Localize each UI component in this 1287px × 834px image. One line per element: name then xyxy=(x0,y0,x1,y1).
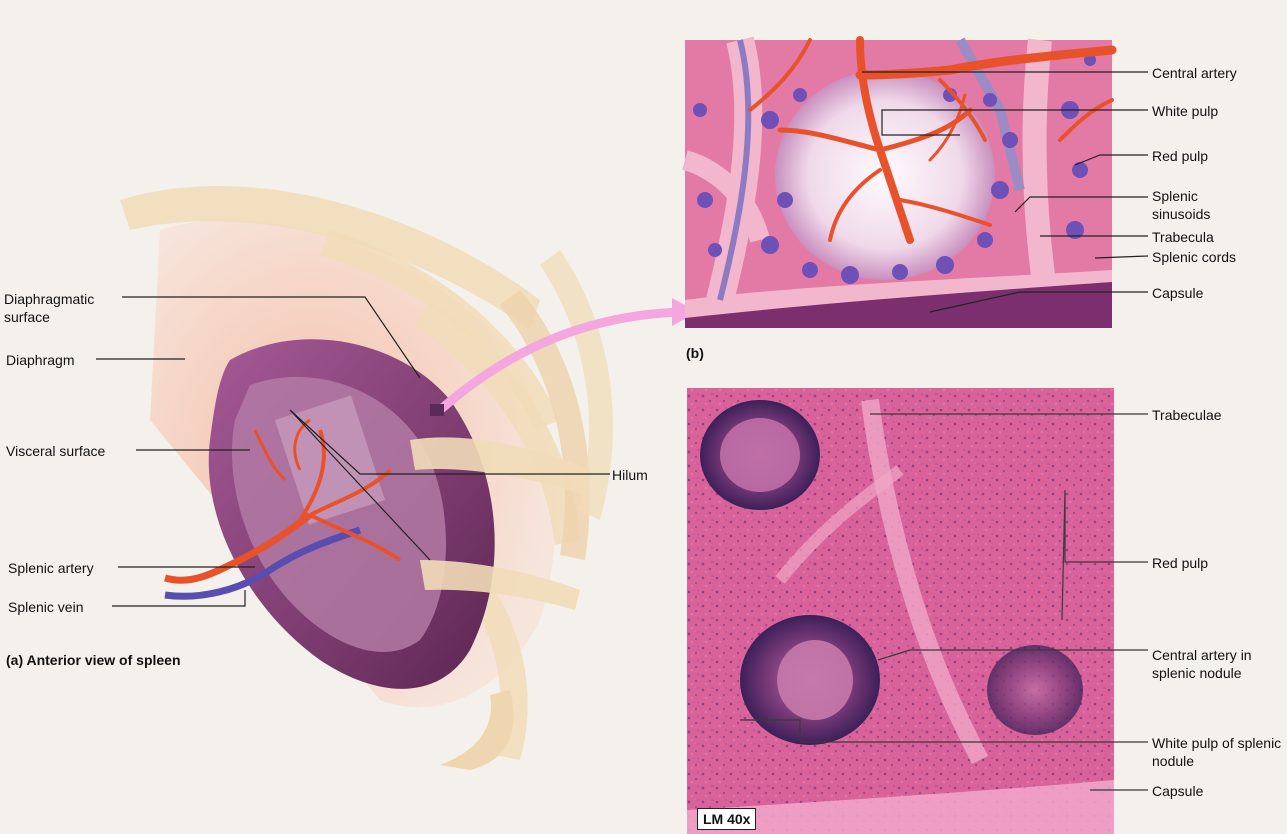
label-splenic-artery: Splenic artery xyxy=(8,559,94,577)
magnification-label: LM 40x xyxy=(697,808,756,830)
label-hilum: Hilum xyxy=(612,466,648,484)
label-central-artery: Central artery xyxy=(1152,64,1237,82)
label-splenic-cords: Splenic cords xyxy=(1152,248,1236,266)
panel-c-micrograph xyxy=(687,388,1114,834)
label-central-artery-nodule: Central artery in splenic nodule xyxy=(1152,646,1272,682)
label-trabecula: Trabecula xyxy=(1152,228,1214,246)
label-red-pulp: Red pulp xyxy=(1152,147,1208,165)
label-white-pulp-nodule: White pulp of splenic nodule xyxy=(1152,734,1282,770)
label-red-pulp-c: Red pulp xyxy=(1152,554,1208,572)
panel-b-illustration xyxy=(685,40,1112,328)
caption-panel-a: (a) Anterior view of spleen xyxy=(6,651,181,669)
caption-panel-b: (b) xyxy=(686,344,704,362)
label-capsule-b: Capsule xyxy=(1152,284,1203,302)
label-capsule-c: Capsule xyxy=(1152,782,1203,800)
label-diaphragm: Diaphragm xyxy=(6,351,74,369)
label-diaphragmatic-surface: Diaphragmatic surface xyxy=(4,290,124,326)
label-white-pulp: White pulp xyxy=(1152,102,1218,120)
label-splenic-sinusoids: Splenic sinusoids xyxy=(1152,187,1242,223)
label-visceral-surface: Visceral surface xyxy=(6,442,105,460)
label-splenic-vein: Splenic vein xyxy=(8,598,84,616)
label-trabeculae: Trabeculae xyxy=(1152,406,1222,424)
